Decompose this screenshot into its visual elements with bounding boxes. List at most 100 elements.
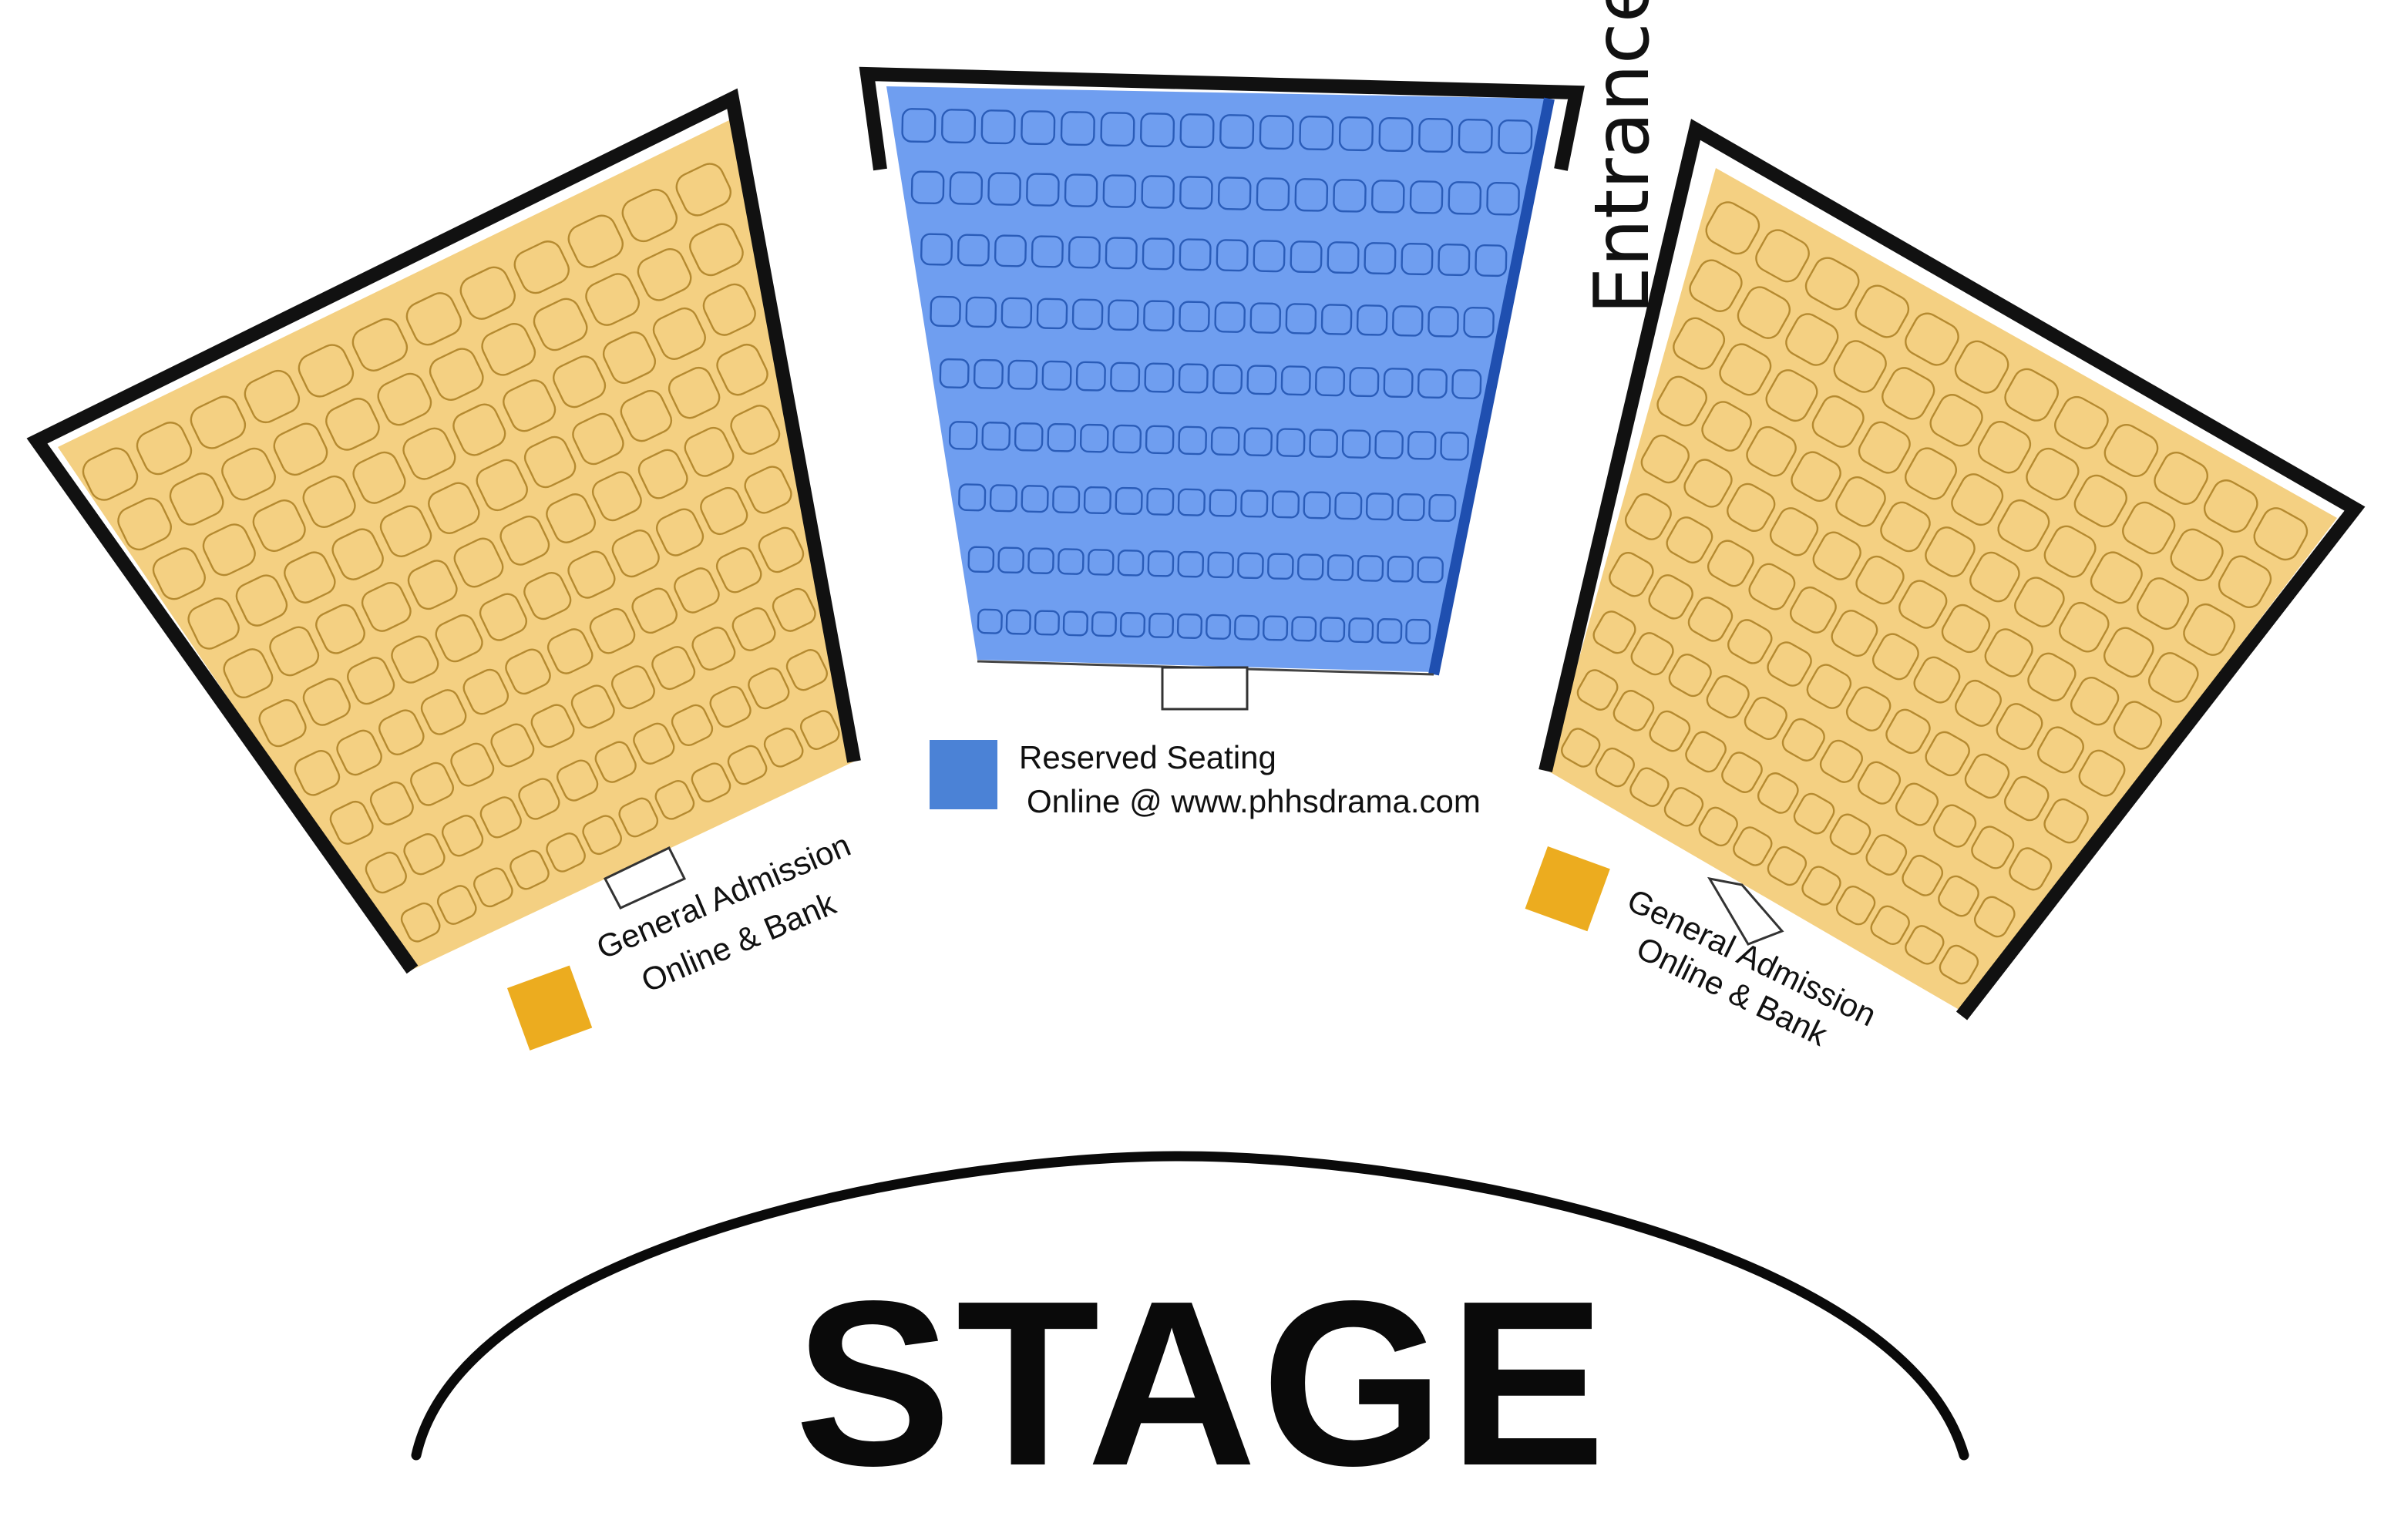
seat	[1755, 229, 1810, 283]
seat	[402, 427, 456, 480]
seat	[1895, 782, 1939, 826]
seat	[546, 832, 586, 873]
seat	[1855, 555, 1905, 605]
seat	[1179, 176, 1213, 210]
seat	[987, 172, 1021, 206]
seat	[490, 723, 535, 768]
seat	[727, 745, 768, 785]
seat	[556, 759, 599, 802]
seat	[1649, 710, 1691, 752]
seat	[450, 742, 495, 787]
seat	[351, 318, 409, 372]
stage-arc	[411, 1151, 1969, 1461]
legend-general-right-swatch	[1525, 846, 1610, 932]
seat	[1835, 476, 1886, 527]
seat	[1341, 429, 1371, 459]
seat	[1898, 580, 1948, 629]
seat	[302, 475, 356, 528]
seat	[1216, 239, 1249, 272]
right-section	[1539, 119, 2366, 1021]
seat	[1630, 632, 1674, 676]
center-section	[859, 66, 1585, 711]
seat	[1801, 866, 1841, 906]
seat	[509, 849, 550, 890]
seat	[1984, 628, 2033, 678]
seat	[1612, 690, 1655, 731]
seat	[352, 451, 406, 504]
seat	[1392, 305, 1424, 337]
seat	[1871, 633, 1919, 681]
seat	[235, 574, 288, 627]
seat	[1178, 363, 1209, 394]
seat	[1052, 486, 1081, 514]
seat	[530, 704, 575, 748]
seat	[379, 505, 432, 557]
seat	[1327, 241, 1360, 274]
seat	[981, 422, 1011, 451]
seat	[1428, 306, 1459, 338]
seat	[377, 372, 432, 426]
seat	[347, 657, 395, 705]
seat	[1719, 343, 1772, 396]
seat	[1026, 173, 1060, 207]
seat	[462, 668, 509, 715]
seat	[997, 546, 1024, 574]
seat	[473, 867, 513, 908]
seat	[2103, 423, 2159, 477]
seat	[785, 649, 829, 691]
seat	[1214, 301, 1246, 333]
seat	[1767, 641, 1812, 687]
right-section-seats	[1561, 201, 2309, 985]
seat	[378, 709, 425, 755]
seat	[763, 728, 804, 768]
seat	[930, 295, 961, 328]
seat	[1870, 905, 1910, 945]
seat	[1687, 597, 1734, 642]
seat	[689, 223, 744, 277]
seat	[1263, 615, 1289, 641]
seat	[223, 648, 274, 699]
seat	[1083, 486, 1111, 515]
seat	[1338, 116, 1374, 152]
seat	[1147, 550, 1175, 577]
seat	[1110, 361, 1141, 392]
seat	[1880, 501, 1931, 553]
seat	[1357, 555, 1384, 582]
seat	[2037, 726, 2084, 774]
seat	[1902, 855, 1944, 896]
seat	[977, 608, 1003, 634]
seat	[410, 762, 455, 806]
seat	[1707, 540, 1754, 587]
seat	[2137, 577, 2189, 630]
seat	[1666, 516, 1713, 564]
left-section-fill	[58, 119, 854, 970]
legend-reserved-line1: Reserved Seating	[1019, 739, 1276, 775]
seat	[2154, 451, 2208, 505]
seat	[1058, 548, 1085, 575]
seat	[1835, 886, 1876, 926]
seat	[459, 266, 516, 320]
seat	[315, 604, 365, 654]
seat	[2122, 501, 2176, 555]
seat	[567, 214, 624, 268]
seat	[2070, 677, 2120, 726]
seat	[391, 635, 439, 684]
seat	[1397, 493, 1425, 522]
seat	[1210, 426, 1240, 456]
seat	[1939, 944, 1979, 985]
seat	[731, 607, 776, 651]
seat	[1401, 243, 1434, 276]
seat	[730, 405, 781, 456]
seat	[1148, 612, 1175, 639]
seat	[594, 741, 637, 783]
seat	[948, 421, 978, 450]
seat	[1640, 434, 1690, 484]
seat	[481, 323, 536, 376]
seat	[1885, 708, 1931, 755]
seat	[1267, 553, 1294, 580]
seat	[620, 389, 673, 442]
seat	[2148, 652, 2199, 703]
seat	[2218, 555, 2272, 608]
seat	[2014, 577, 2065, 627]
seat	[1789, 586, 1837, 634]
